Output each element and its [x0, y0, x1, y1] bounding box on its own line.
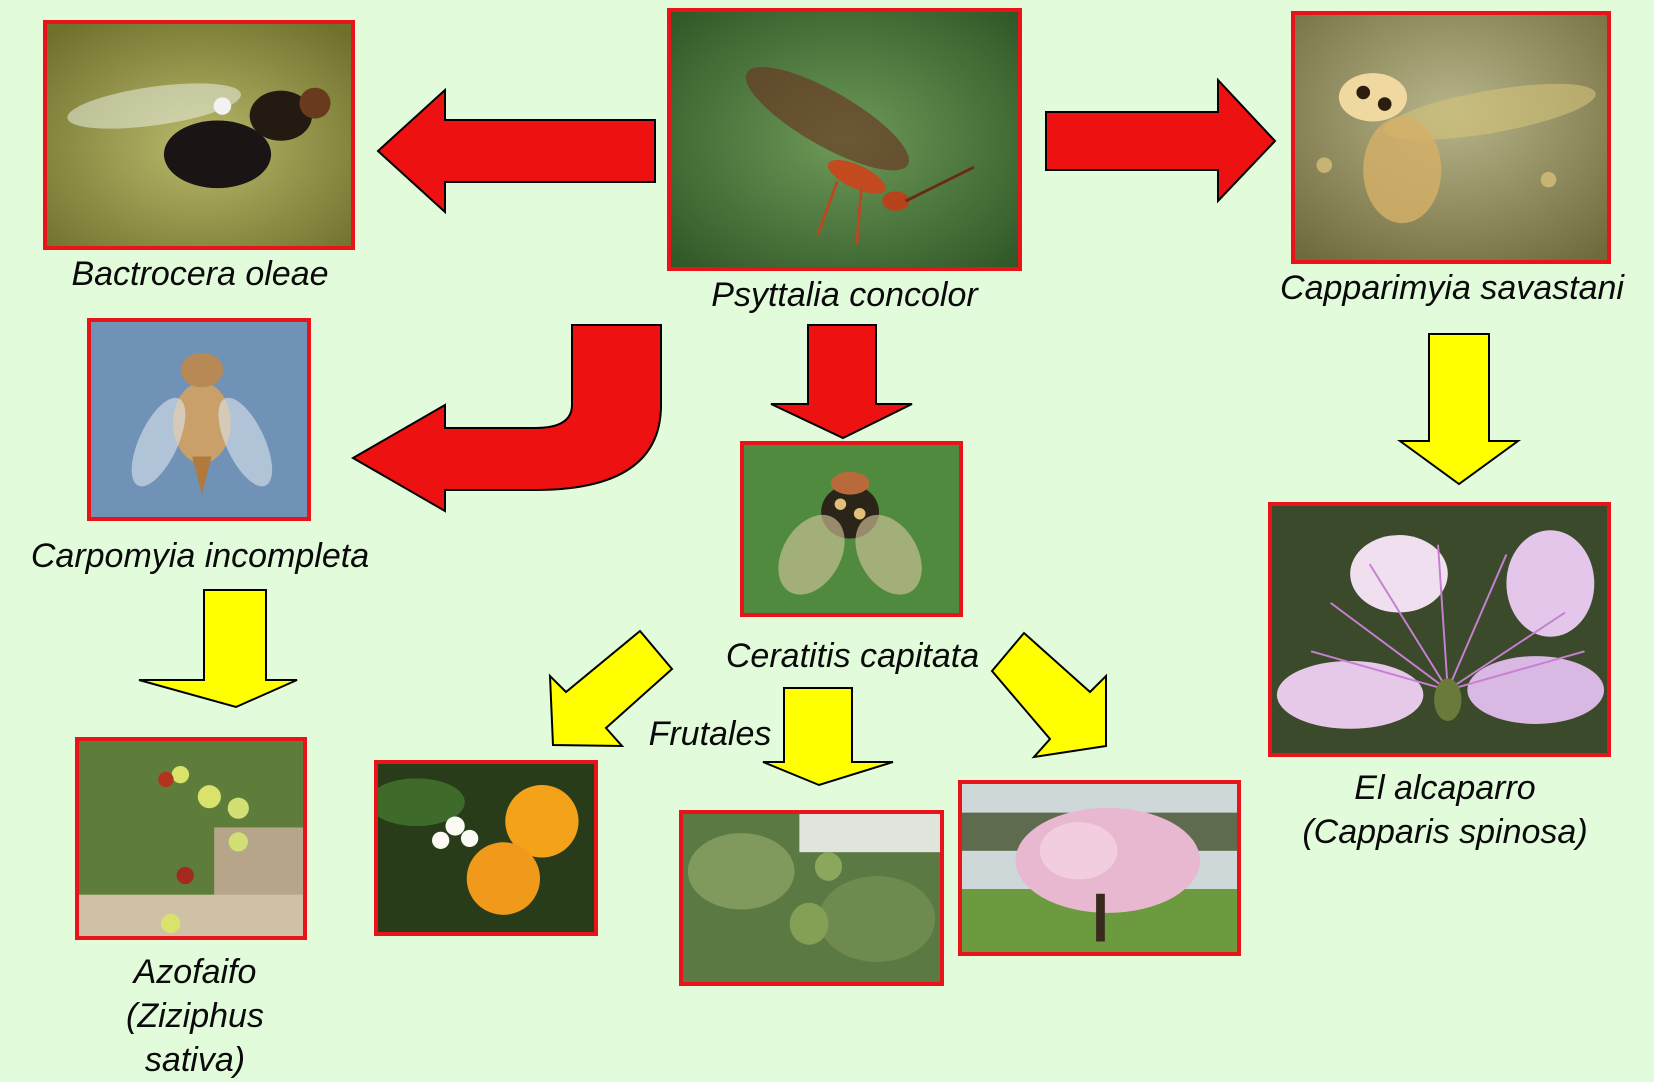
- capparimyia-label: Capparimyia savastani: [1262, 266, 1642, 310]
- arrow-to-ceratitis: [771, 325, 912, 438]
- arrow-to-blossom-tree: [992, 633, 1106, 757]
- blossoming-fruit-tree-photo: [958, 780, 1241, 956]
- arrow-to-capparimyia: [1046, 80, 1275, 201]
- capparimyia-photo: [1291, 11, 1611, 264]
- fig-tree-photo: [679, 810, 944, 986]
- fruit-trees-label: Frutales: [630, 712, 790, 756]
- caper-flower-photo: [1268, 502, 1611, 757]
- bactrocera-photo: [43, 20, 355, 250]
- jujube-label: Azofaifo (Ziziphus sativa): [90, 950, 300, 1082]
- bactrocera-label: Bactrocera oleae: [20, 252, 380, 296]
- arrow-to-jujube: [139, 590, 297, 707]
- jujube-tree-photo: [75, 737, 307, 940]
- arrow-to-bactrocera: [378, 90, 655, 212]
- orange-tree-photo: [374, 760, 598, 936]
- caper-scientific-name: (Capparis spinosa): [1260, 810, 1630, 854]
- arrow-to-caper: [1400, 334, 1518, 484]
- arrow-to-carpomyia: [353, 325, 661, 511]
- parasitoid-photo: [667, 8, 1022, 271]
- jujube-scientific-name-1: (Ziziphus: [90, 994, 300, 1038]
- carpomyia-photo: [87, 318, 311, 521]
- jujube-common-name: Azofaifo: [90, 950, 300, 994]
- ceratitis-photo: [740, 441, 963, 617]
- carpomyia-label: Carpomyia incompleta: [0, 534, 400, 578]
- caper-label: El alcaparro (Capparis spinosa): [1260, 766, 1630, 854]
- caper-common-name: El alcaparro: [1260, 766, 1630, 810]
- ceratitis-label: Ceratitis capitata: [700, 634, 1005, 678]
- parasitoid-label: Psyttalia concolor: [667, 273, 1022, 317]
- jujube-scientific-name-2: sativa): [90, 1038, 300, 1082]
